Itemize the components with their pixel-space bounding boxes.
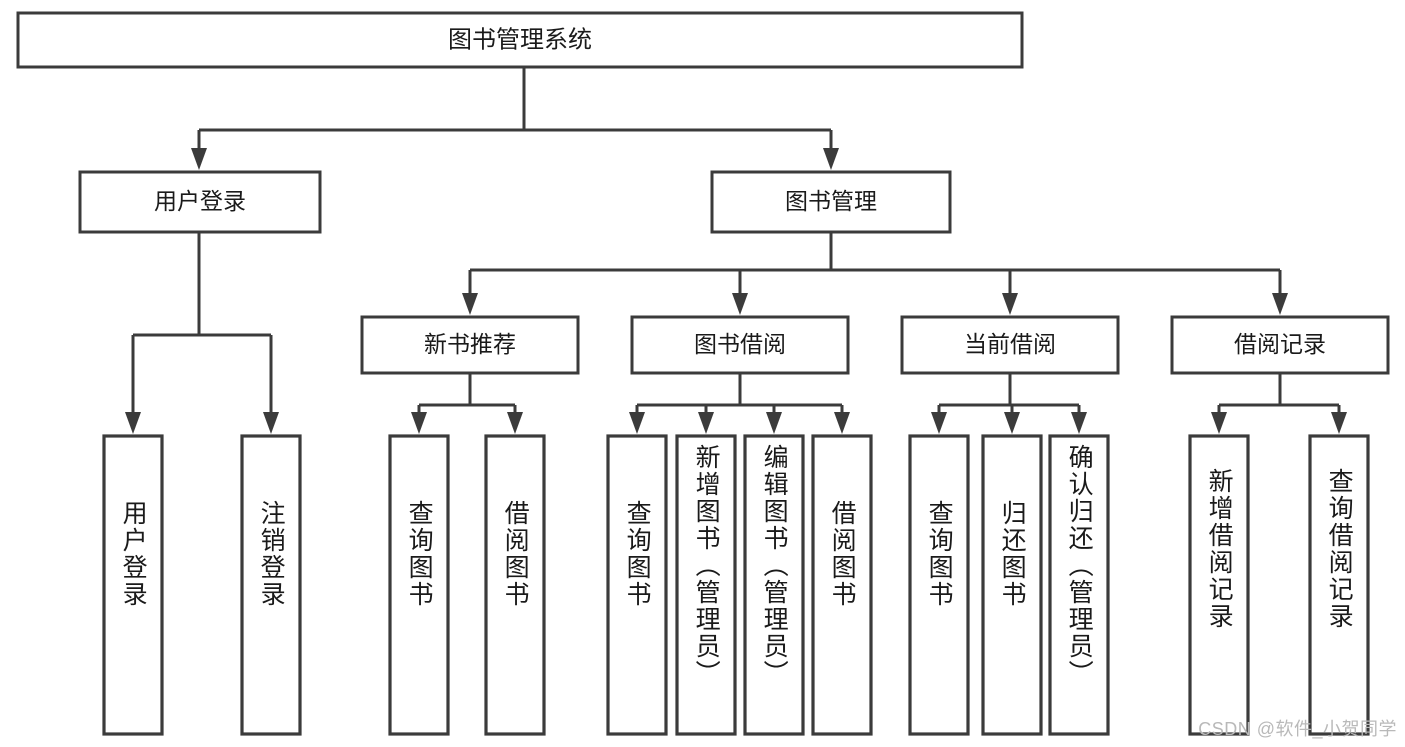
root-label: 图书管理系统 bbox=[448, 26, 592, 53]
new-book-recommend-box[interactable] bbox=[360, 315, 580, 375]
arrow-newbook-to-leaf2 bbox=[507, 412, 523, 434]
leaf-box-return-book[interactable] bbox=[981, 434, 1043, 736]
arrow-borrow-to-leaf1 bbox=[629, 412, 645, 434]
arrow-current-to-leaf1 bbox=[931, 412, 947, 434]
new-book-recommend-label: 新书推荐 bbox=[424, 331, 516, 357]
leaf-box-add-record[interactable] bbox=[1188, 434, 1250, 736]
node-new-book-recommend[interactable]: 新书推荐 bbox=[360, 315, 580, 375]
book-management-label: 图书管理 bbox=[785, 188, 877, 214]
arrow-record-to-leaf2 bbox=[1331, 412, 1347, 434]
node-user-login[interactable]: 用户登录 bbox=[78, 170, 322, 234]
user-login-label: 用户登录 bbox=[154, 188, 246, 214]
node-current-borrow[interactable]: 当前借阅 bbox=[900, 315, 1120, 375]
current-borrow-box[interactable] bbox=[900, 315, 1120, 375]
node-book-borrow[interactable]: 图书借阅 bbox=[630, 315, 850, 375]
borrow-record-box[interactable] bbox=[1170, 315, 1390, 375]
watermark-text: CSDN @软件_小贺同学 bbox=[1198, 719, 1397, 739]
arrow-bookmgmt-to-current bbox=[1002, 293, 1018, 315]
node-borrow-record[interactable]: 借阅记录 bbox=[1170, 315, 1390, 375]
arrow-root-to-book-mgmt bbox=[823, 148, 839, 170]
node-book-management[interactable]: 图书管理 bbox=[710, 170, 952, 234]
arrow-record-to-leaf1 bbox=[1211, 412, 1227, 434]
leaf-box-query-book-b[interactable] bbox=[606, 434, 668, 736]
root-box[interactable] bbox=[16, 11, 1024, 69]
arrow-userlogin-to-leaf2 bbox=[263, 412, 279, 434]
leaf-box-user-login[interactable] bbox=[102, 434, 164, 736]
leaf-box-borrow-book-b[interactable] bbox=[811, 434, 873, 736]
arrow-userlogin-to-leaf1 bbox=[125, 412, 141, 434]
leaf-box-add-book-admin[interactable] bbox=[675, 434, 737, 736]
arrow-borrow-to-leaf4 bbox=[834, 412, 850, 434]
book-borrow-label: 图书借阅 bbox=[694, 331, 786, 357]
arrow-borrow-to-leaf2 bbox=[698, 412, 714, 434]
arrow-borrow-to-leaf3 bbox=[766, 412, 782, 434]
current-borrow-label: 当前借阅 bbox=[964, 331, 1056, 357]
leaf-box-borrow-book-new[interactable] bbox=[484, 434, 546, 736]
leaf-box-query-book-c[interactable] bbox=[908, 434, 970, 736]
book-management-box[interactable] bbox=[710, 170, 952, 234]
leaf-box-layer bbox=[102, 434, 1370, 736]
node-root[interactable]: 图书管理系统 bbox=[16, 11, 1024, 69]
arrow-root-to-user-login bbox=[191, 148, 207, 170]
arrow-current-to-leaf2 bbox=[1004, 412, 1020, 434]
connector-layer bbox=[125, 67, 1347, 434]
leaf-box-query-book-new[interactable] bbox=[388, 434, 450, 736]
leaf-box-confirm-return[interactable] bbox=[1048, 434, 1110, 736]
leaf-box-edit-book-admin[interactable] bbox=[743, 434, 805, 736]
borrow-record-label: 借阅记录 bbox=[1234, 331, 1326, 357]
arrow-bookmgmt-to-record bbox=[1272, 293, 1288, 315]
arrow-newbook-to-leaf1 bbox=[411, 412, 427, 434]
user-login-box[interactable] bbox=[78, 170, 322, 234]
arrow-current-to-leaf3 bbox=[1071, 412, 1087, 434]
leaf-box-logout[interactable] bbox=[240, 434, 302, 736]
arrow-bookmgmt-to-newbook bbox=[462, 293, 478, 315]
book-borrow-box[interactable] bbox=[630, 315, 850, 375]
arrow-bookmgmt-to-borrow bbox=[732, 293, 748, 315]
leaf-box-query-record[interactable] bbox=[1308, 434, 1370, 736]
